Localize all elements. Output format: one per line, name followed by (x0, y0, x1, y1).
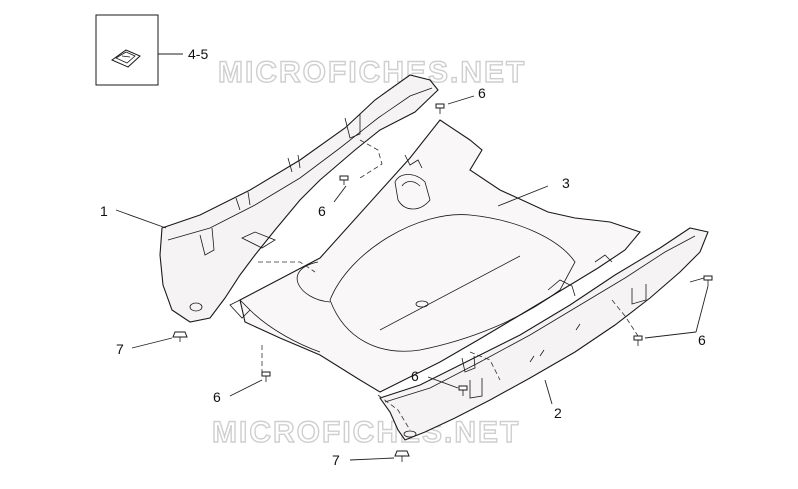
callout-6-top: 6 (478, 85, 486, 101)
screw-6-mid (339, 175, 349, 185)
callout-6-lower-left: 6 (213, 389, 221, 405)
screw-6-top (435, 103, 445, 114)
screw-6-lower-mid (458, 385, 468, 396)
part-3-center-panel (239, 119, 641, 393)
clip-nut-icon (110, 49, 141, 68)
watermark-top: MICROFICHES.NET (218, 56, 526, 89)
inset-box: 4-5 (95, 14, 208, 86)
callout-2: 2 (554, 405, 562, 421)
assembly-dashed-lines (258, 139, 639, 431)
callout-6-lower-mid: 6 (411, 368, 419, 384)
leader-lines (115, 95, 709, 461)
callout-7-left: 7 (116, 341, 124, 357)
callout-6-mid: 6 (318, 203, 326, 219)
part-1-left-panel (159, 74, 439, 353)
callout-7-bottom: 7 (332, 452, 340, 468)
callout-3: 3 (562, 175, 570, 191)
screw-6-right (703, 275, 713, 286)
screw-6-lower-left (261, 371, 271, 382)
screw-7-bottom (394, 450, 410, 462)
screw-7-left (172, 331, 188, 342)
watermark-bottom: MICROFICHES.NET (212, 416, 520, 449)
inset-label: 4-5 (188, 46, 208, 62)
callout-1: 1 (100, 203, 108, 219)
screw-6-right-low (633, 335, 643, 346)
callout-6-right: 6 (698, 332, 706, 348)
